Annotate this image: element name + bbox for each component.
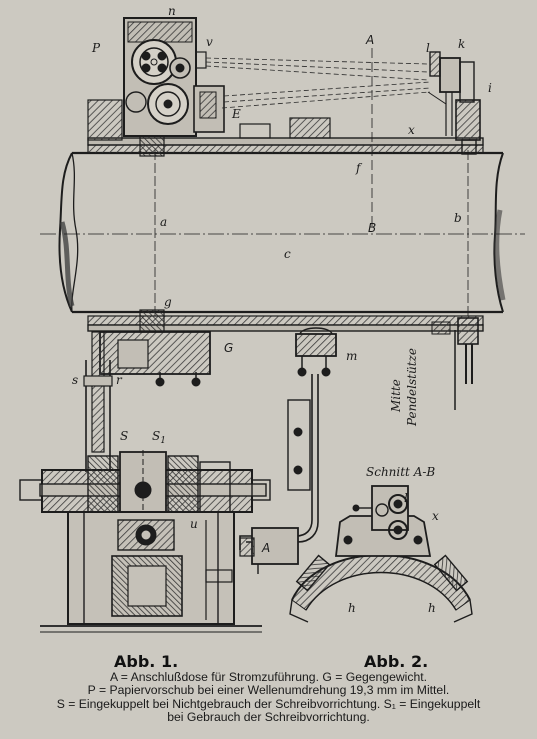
mirror-assembly [427,51,481,155]
label-k: k [458,37,465,51]
label-B: B [368,221,376,235]
lower-housing [40,511,262,633]
shaft [40,150,525,316]
left-column [83,331,113,472]
label-mitte: Mitte [389,379,403,413]
label-a: a [160,215,167,229]
label-n: n [168,4,176,18]
caption-line-3: S = Eingekuppelt bei Nichtgebrauch der S… [56,696,481,711]
label-i: i [488,81,492,95]
label-l: l [426,41,430,55]
fig2-label-x: x [432,509,439,523]
figure-1-title: Abb. 1. [114,652,179,671]
label-c: c [284,247,291,261]
fig2-label-l: l [404,491,408,505]
pendulum-support [454,317,479,410]
recorder-housing [123,17,225,137]
technical-drawing: n P v E A l k i x f a B b c g G m s r S … [19,4,525,633]
label-x: x [408,123,415,137]
label-A-top: A [365,33,374,47]
label-f: f [355,161,363,175]
label-u: u [190,517,198,531]
fig2-label-h-right: h [428,601,436,615]
fig2-label-h-left: h [348,601,356,615]
label-E: E [231,107,241,121]
label-pendelstuetze: Pendelstütze [405,348,419,427]
caption: A = Anschlußdose für Stromzuführung. G =… [0,670,537,725]
light-beams [205,57,431,109]
label-r: r [116,373,123,387]
caption-line-1: A = Anschlußdose für Stromzuführung. G =… [109,670,428,684]
section-view [289,485,473,623]
connector-m [239,327,337,550]
caption-line-4: bei Gebrauch der Schreibvorrichtung. [167,710,370,725]
label-S: S [120,429,128,443]
caption-line-2: P = Papiervorschub bei einer Wellenumdre… [87,683,450,698]
label-A-box: A [261,541,270,555]
label-S1: S1 [152,429,166,446]
label-s: s [72,373,78,387]
label-G: G [224,341,233,355]
label-b: b [454,211,462,225]
label-v: v [206,35,213,49]
label-m: m [346,349,357,363]
section-title: Schnitt A-B [366,465,435,479]
top-rail [87,99,484,157]
junction-box [239,527,299,574]
label-P: P [91,41,101,55]
figure-2-title: Abb. 2. [364,652,429,671]
bottom-rail [87,309,484,335]
label-g: g [164,295,172,309]
